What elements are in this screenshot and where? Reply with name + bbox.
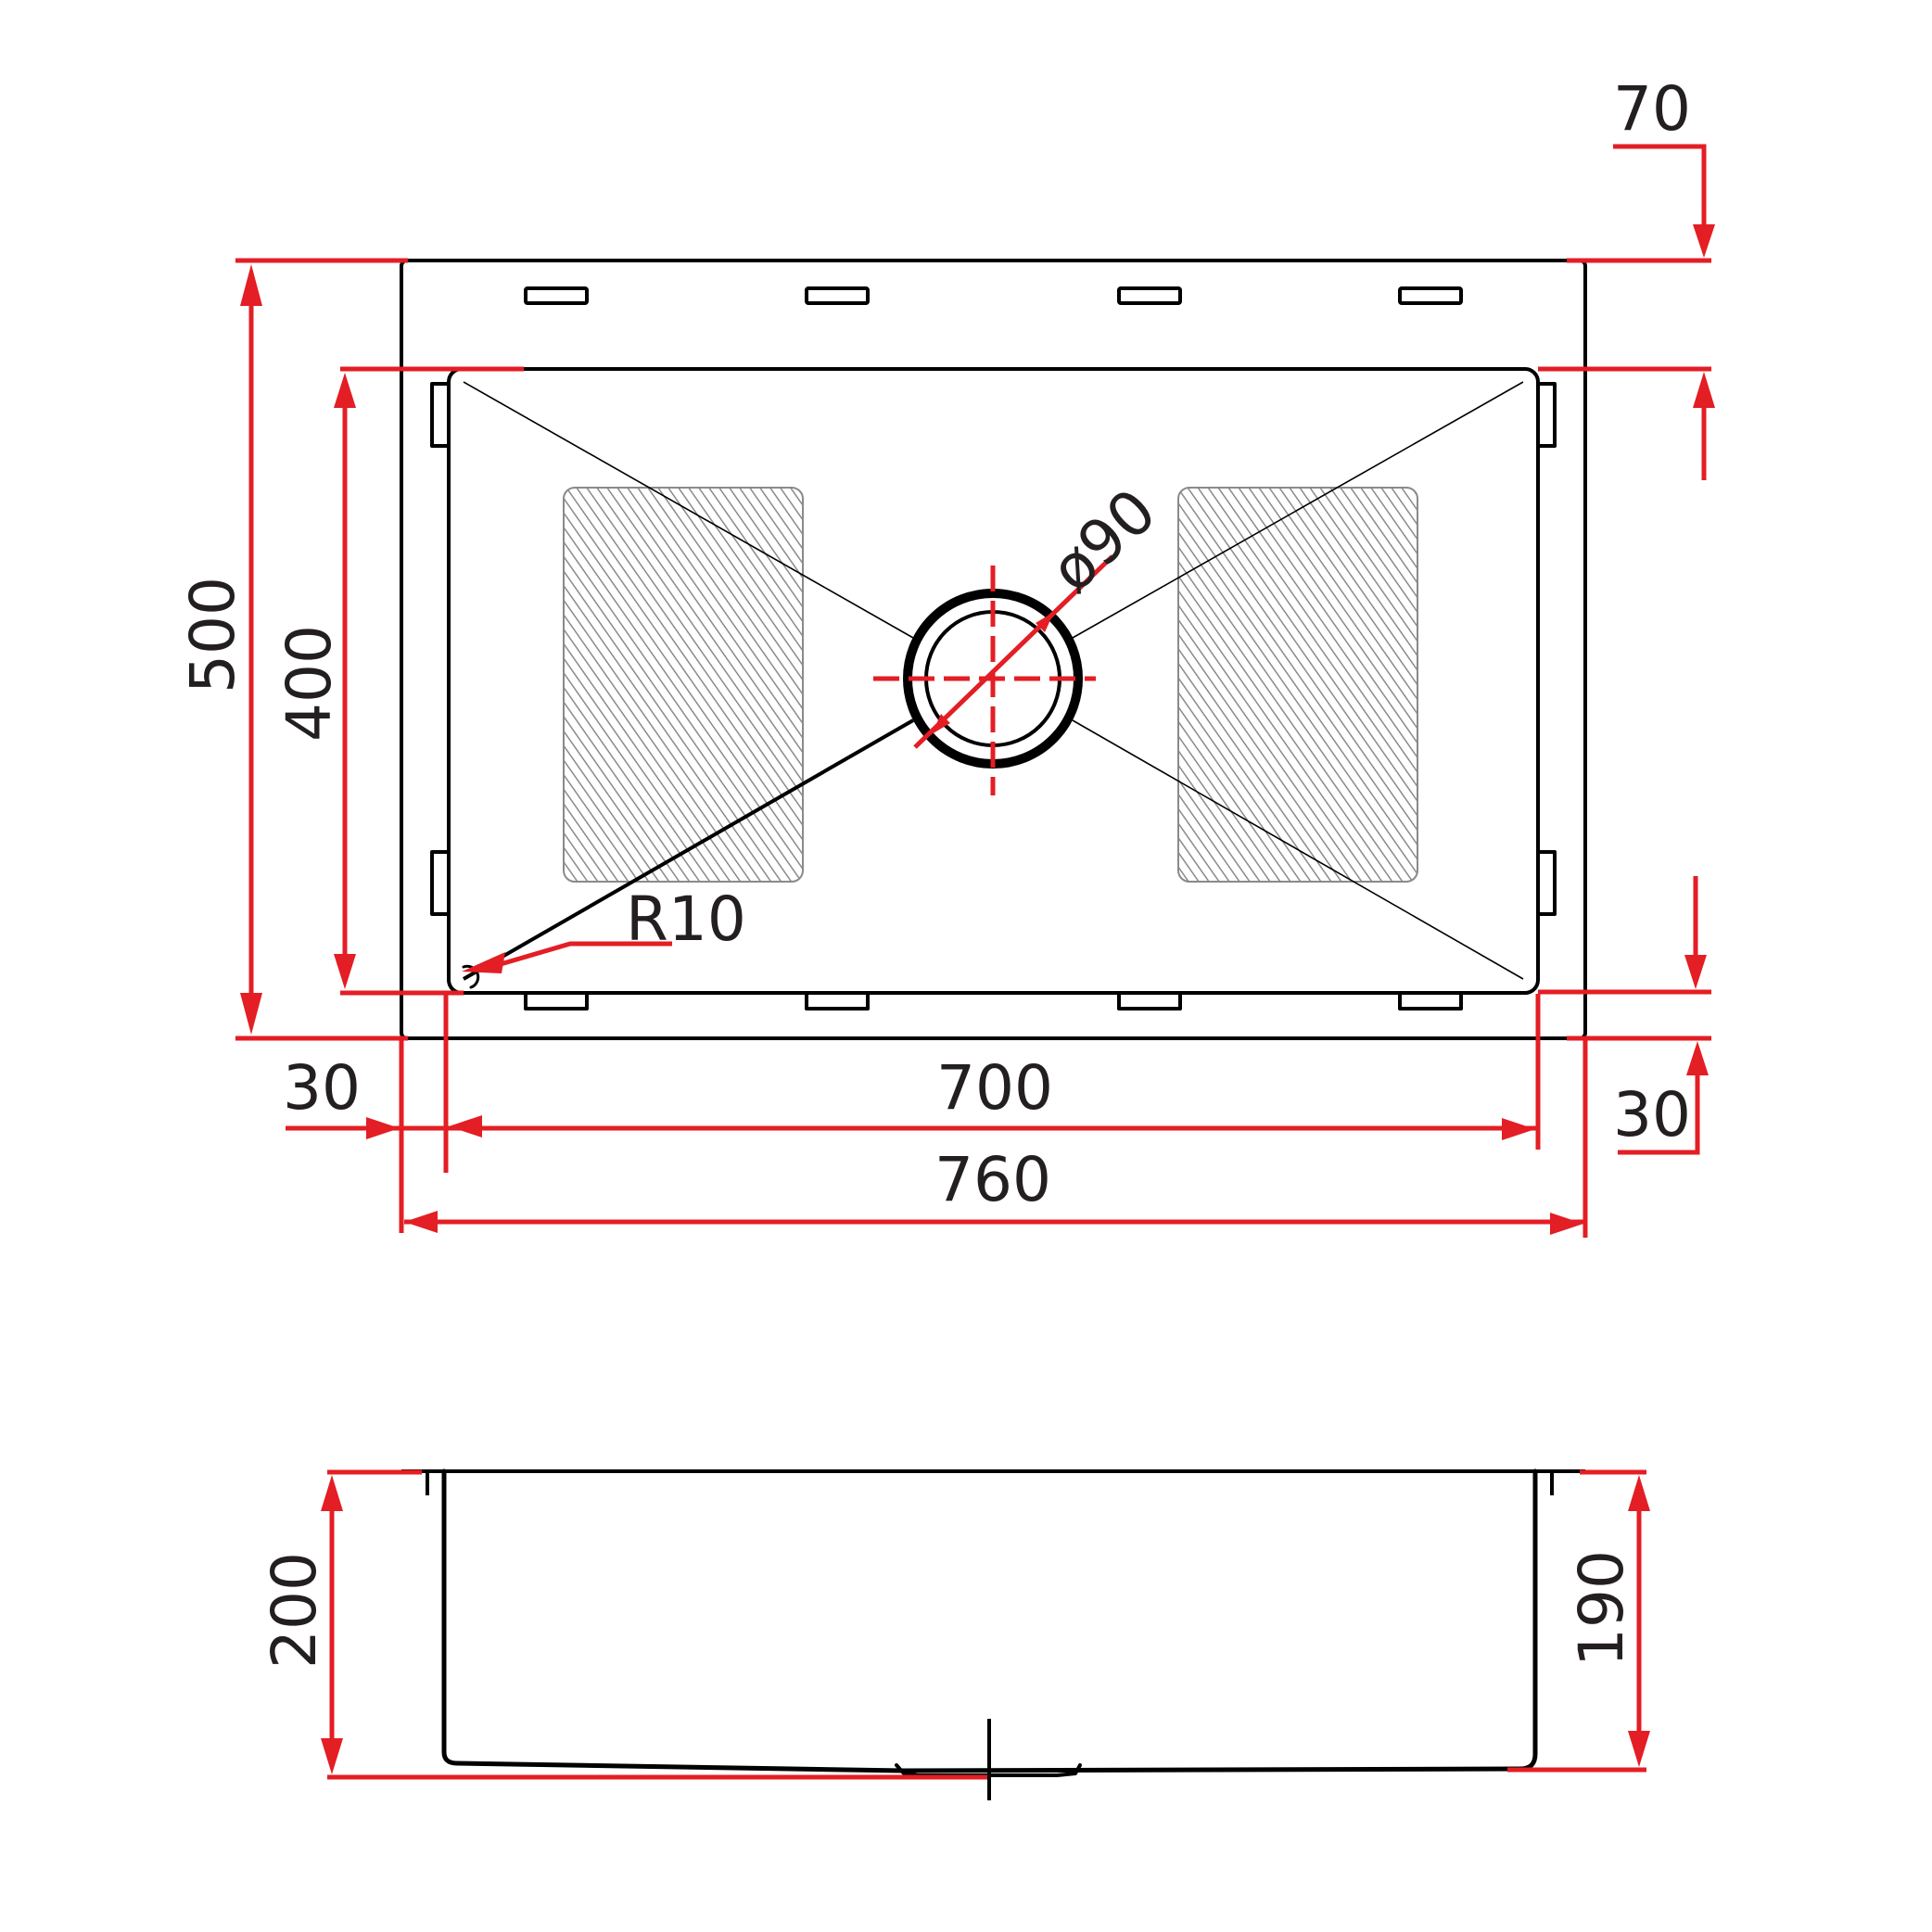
left-grid-pad (563, 487, 804, 883)
bowl-depth-label: 190 (1566, 1550, 1637, 1667)
r10-leader-line (463, 718, 914, 981)
mounting-clips-bottom (524, 992, 1463, 1010)
overall-width-label: 500 (177, 577, 248, 693)
overall-depth-label: 200 (259, 1552, 330, 1669)
rear-flange-label: 70 (1613, 73, 1691, 145)
outer-flange-outline (400, 259, 1587, 1040)
dim-front-flange (1538, 876, 1711, 1155)
dim-overall-depth (321, 1469, 987, 1780)
bowl-width-label: 400 (273, 625, 345, 742)
dim-bowl-depth (1507, 1469, 1650, 1773)
overall-length-label: 760 (934, 1144, 1051, 1215)
dim-overall-width (235, 258, 408, 1041)
corner-radius-label: R10 (626, 883, 746, 955)
dim-horizontal (286, 994, 1588, 1238)
plan-view: ø90 R10 500 400 (177, 73, 1715, 1238)
bowl-diagonals (463, 381, 1524, 980)
right-grid-pad (1177, 487, 1418, 883)
dim-rear-flange (1538, 144, 1715, 480)
drain-outlet (873, 554, 1114, 795)
corner-radius-callout (462, 941, 672, 989)
side-flange-label: 30 (283, 1052, 361, 1124)
front-flange-label: 30 (1613, 1079, 1691, 1150)
dim-bowl-width (334, 366, 524, 996)
bowl-outline (447, 367, 1540, 995)
mounting-clips-sides (430, 382, 1557, 916)
bowl-length-label: 700 (936, 1052, 1053, 1124)
side-view: 200 190 (259, 1468, 1650, 1800)
mounting-clips-top (524, 286, 1463, 305)
drain-diameter-label: ø90 (1036, 476, 1169, 606)
